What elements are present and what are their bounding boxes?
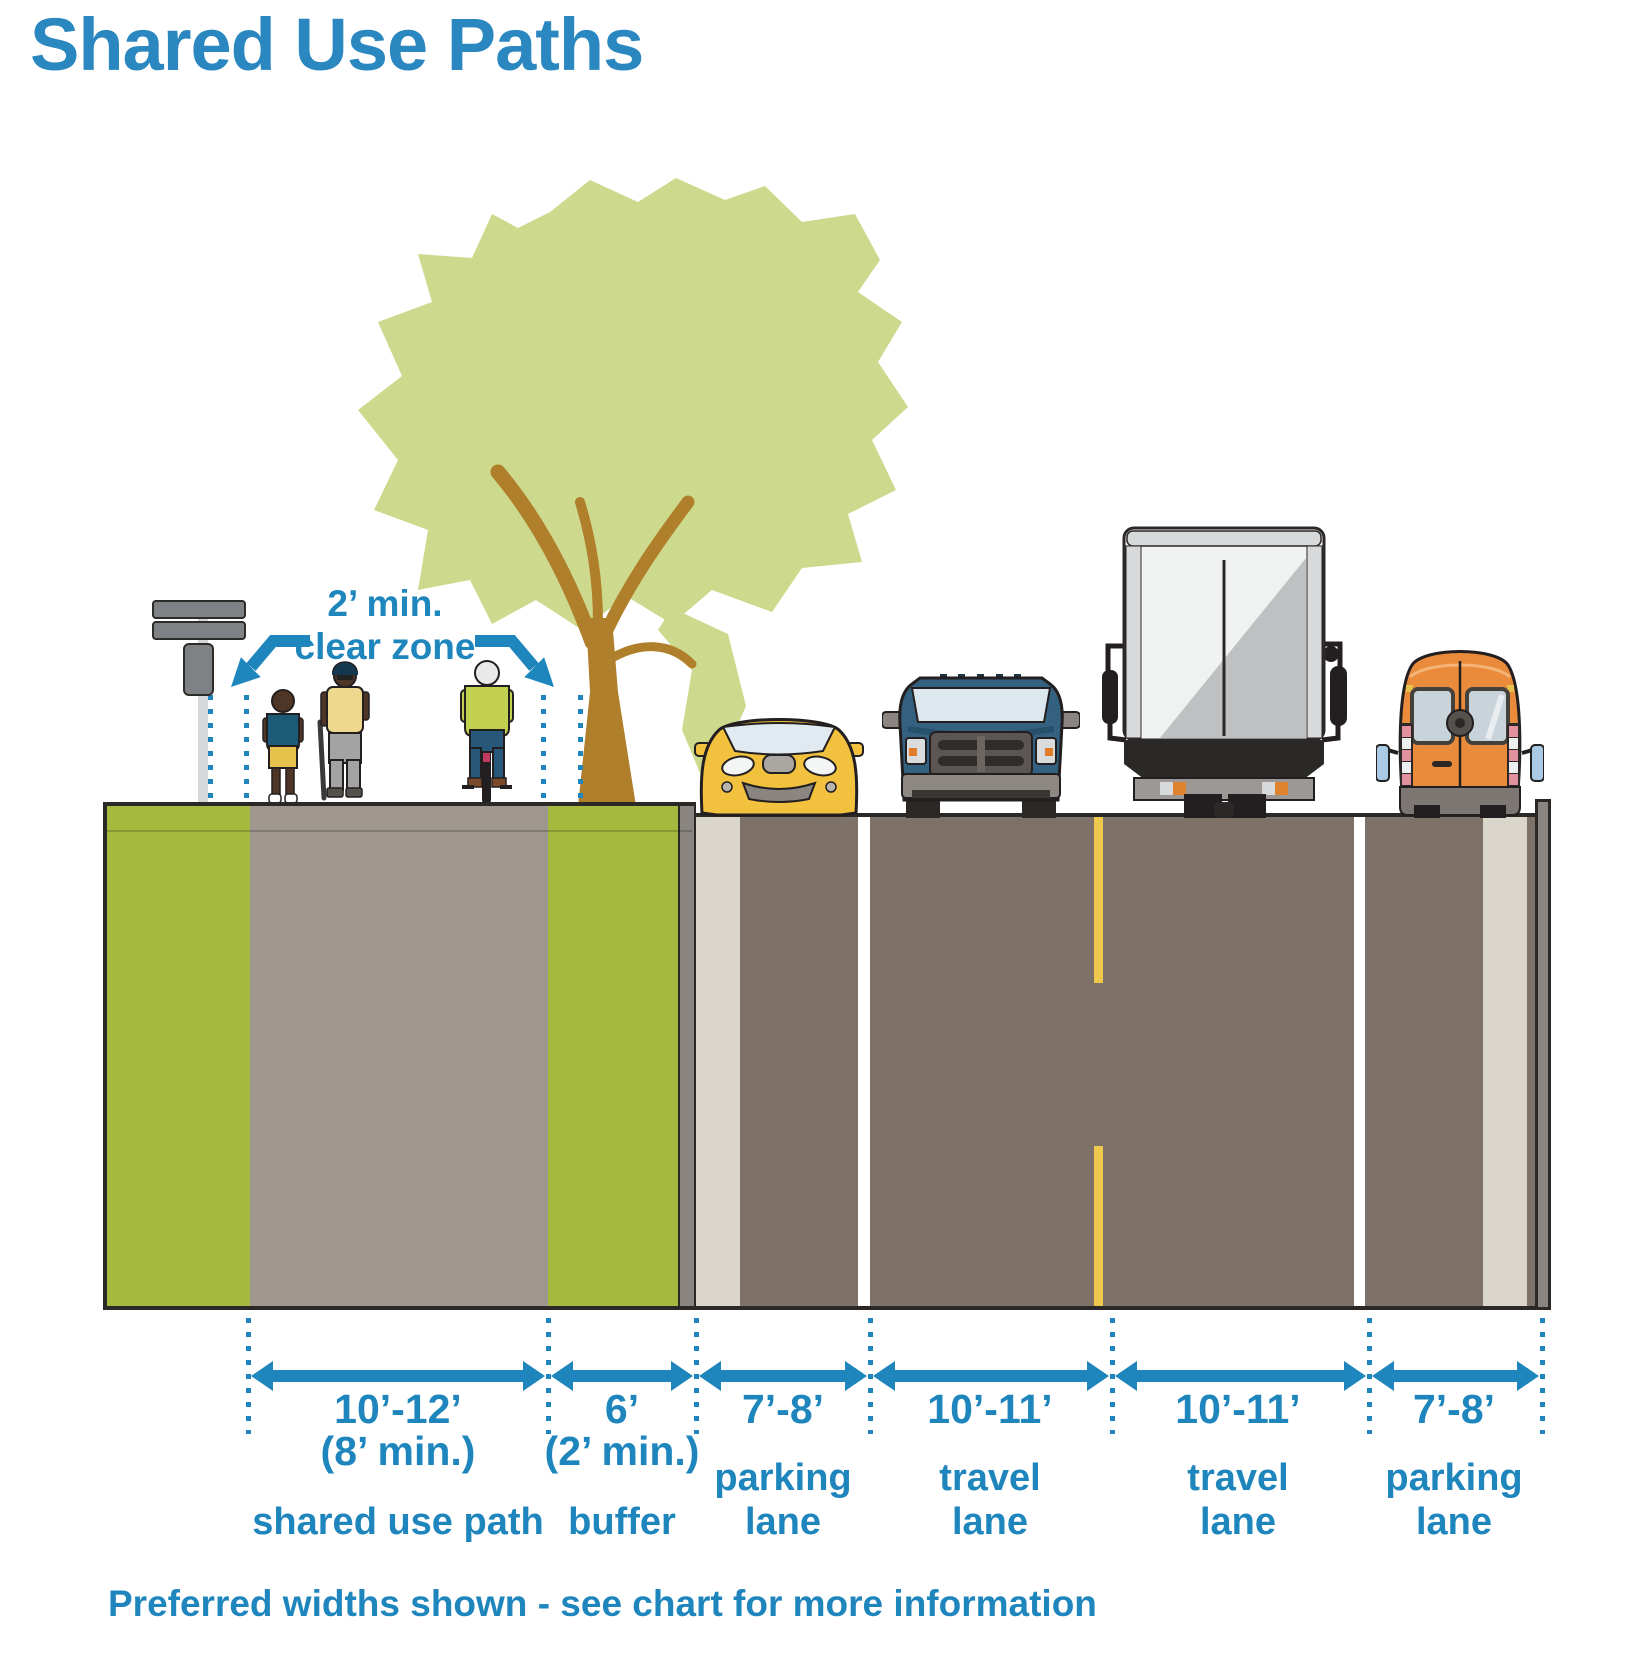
dimension-dotted-line [1367,1318,1372,1434]
dimension-min-note: (8’ min.) [320,1428,476,1474]
cross-section-sidewalk [103,802,696,1310]
child-pedestrian [262,689,304,804]
white-box-truck [1102,526,1347,818]
dimension-min-note: (2’ min.) [544,1428,700,1474]
segment-label-travel-lane-left: travel lane [939,1457,1041,1543]
dimension-arrow-shared-use-path [251,1361,545,1391]
clear-zone-dotted-line [208,695,213,803]
section-top-edge [107,830,692,832]
dimension-arrow-travel-lane-left [873,1361,1109,1391]
clear-zone-label: 2’ min. clear zone [295,583,476,668]
tree-canopy [358,178,908,630]
clear-zone-dotted-line [541,695,546,803]
dimension-dotted-line [1540,1318,1545,1434]
dimension-value: 10’-11’ [1175,1386,1301,1432]
cyclist [460,660,514,804]
dimension-value: 7’-8’ [1412,1386,1496,1432]
blue-pickup-truck [882,674,1080,818]
dimension-value: 6’ [604,1386,640,1432]
tree-branches [490,464,697,669]
clear-zone-line1: 2’ min. [327,583,443,624]
dimension-dotted-line [1110,1318,1115,1434]
clear-zone-dotted-line [244,695,249,803]
grass-verge [107,806,250,1306]
lane-line-white-right [1354,817,1365,1306]
clear-zone-arrow-right-icon [475,635,554,687]
clear-zone-line2: clear zone [294,625,476,667]
dimension-arrow-buffer [551,1361,693,1391]
sign-panel [183,643,214,696]
segment-label-buffer: buffer [568,1501,676,1543]
elderly-pedestrian [317,661,370,801]
buffer-strip [548,806,678,1306]
gutter-right [1483,817,1527,1306]
tree-illustration [358,178,908,806]
center-line-yellow-top [1094,817,1103,983]
sign-blade-bottom [152,621,246,640]
orange-van [1376,650,1544,818]
van-taillight-left [1400,723,1413,789]
dimension-dotted-line [246,1318,251,1434]
footnote: Preferred widths shown - see chart for m… [108,1583,1097,1624]
sign-blade-top [152,600,246,619]
segment-label-parking-lane-right: parking lane [1385,1457,1523,1543]
dimension-arrow-parking-lane-right [1372,1361,1539,1391]
cross-section-road [696,813,1535,1310]
shared-use-path-surface [250,806,548,1306]
sign-pole [198,602,208,806]
van-taillight-right [1507,723,1520,789]
curb-right [1535,799,1551,1310]
tree-trunk [578,618,636,806]
dimension-dotted-line [694,1318,699,1434]
lane-line-white-left [858,817,870,1306]
page-title: Shared Use Paths [30,3,644,86]
segment-label-travel-lane-right: travel lane [1187,1457,1289,1543]
dimension-value: 10’-12’ [334,1386,462,1432]
dimension-dotted-line [868,1318,873,1434]
yellow-car [694,718,864,817]
center-line-yellow-bottom [1094,1146,1103,1306]
curb-left [678,806,694,1306]
dimension-dotted-line [546,1318,551,1434]
clear-zone-arrow-left-icon [231,635,310,687]
gutter-left [696,817,740,1306]
segment-label-shared-use-path: shared use path [252,1501,544,1543]
dimension-arrow-parking-lane-left [699,1361,867,1391]
dimension-value: 10’-11’ [927,1386,1053,1432]
segment-label-parking-lane-left: parking lane [714,1457,852,1543]
clear-zone-dotted-line [578,695,583,803]
dimension-value: 7’-8’ [741,1386,825,1432]
dimension-arrow-travel-lane-right [1115,1361,1366,1391]
